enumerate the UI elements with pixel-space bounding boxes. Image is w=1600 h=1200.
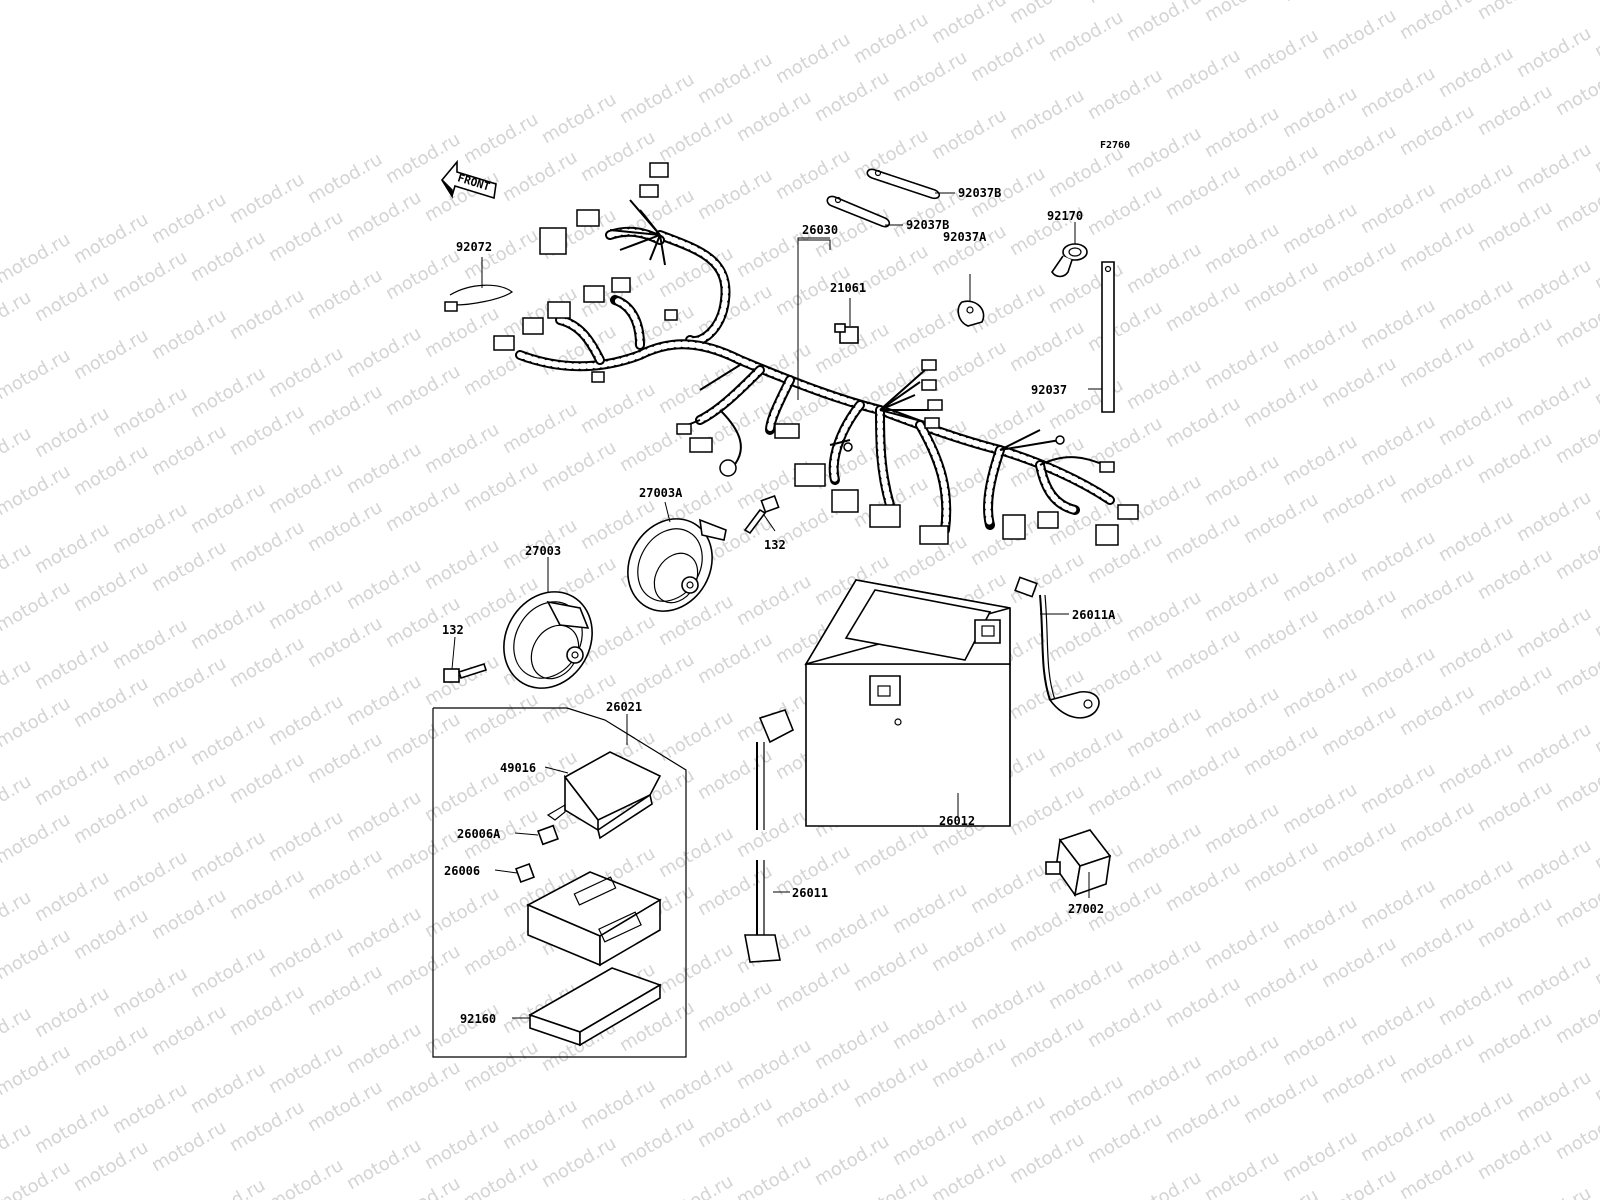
part-26011A-cable — [1014, 576, 1100, 719]
label-26011: 26011 — [792, 886, 828, 900]
part-26011-cable — [744, 709, 795, 963]
label-92037A: 92037A — [943, 230, 987, 244]
label-132-lower: 132 — [442, 623, 464, 637]
part-26012-battery — [804, 579, 1011, 827]
part-49016-cover — [546, 751, 662, 840]
label-92037B-lower: 92037B — [906, 218, 949, 232]
label-49016: 49016 — [500, 761, 536, 775]
label-26006: 26006 — [444, 864, 480, 878]
label-92037B-upper: 92037B — [958, 186, 1001, 200]
label-26021: 26021 — [606, 700, 642, 714]
part-27003A-horn — [627, 518, 727, 612]
main-wiring-harness — [493, 162, 1139, 546]
part-92037A-clip — [957, 300, 985, 327]
label-27003A: 27003A — [639, 486, 683, 500]
part-92170-clamp — [1051, 243, 1088, 278]
label-26012: 26012 — [939, 814, 975, 828]
label-92037: 92037 — [1031, 383, 1067, 397]
label-26006A: 26006A — [457, 827, 501, 841]
label-21061: 21061 — [830, 281, 866, 295]
label-27003: 27003 — [525, 544, 561, 558]
part-labels: 92037B 92037B 92170 26030 92072 92037A 2… — [442, 186, 1116, 1026]
front-arrow: FRONT — [441, 159, 497, 200]
part-26006-fuse — [515, 863, 535, 883]
part-fuse-box-body — [526, 871, 662, 967]
label-92170: 92170 — [1047, 209, 1083, 223]
figure-code: F2760 — [1100, 140, 1130, 151]
part-27002-relay — [1045, 829, 1112, 898]
part-132-bolt-upper — [743, 494, 780, 535]
part-92160-cover — [528, 967, 662, 1047]
part-132-bolt-lower — [443, 662, 488, 683]
part-92037B-clamp-lower — [826, 195, 891, 228]
label-27002: 27002 — [1068, 902, 1104, 916]
part-92072-cable-band — [444, 284, 514, 312]
part-92037-strap — [1101, 261, 1115, 413]
leader-lines — [451, 192, 1102, 1019]
label-26011A: 26011A — [1072, 608, 1116, 622]
label-132-upper: 132 — [764, 538, 786, 552]
fuse-box-group — [432, 707, 687, 1058]
part-21061-connector — [834, 323, 859, 344]
label-26030: 26030 — [802, 223, 838, 237]
label-92072: 92072 — [456, 240, 492, 254]
part-92037B-clamp-upper — [866, 168, 941, 200]
part-27003-horn — [503, 591, 593, 689]
label-92160: 92160 — [460, 1012, 496, 1026]
part-26006A-fuse — [537, 824, 559, 846]
